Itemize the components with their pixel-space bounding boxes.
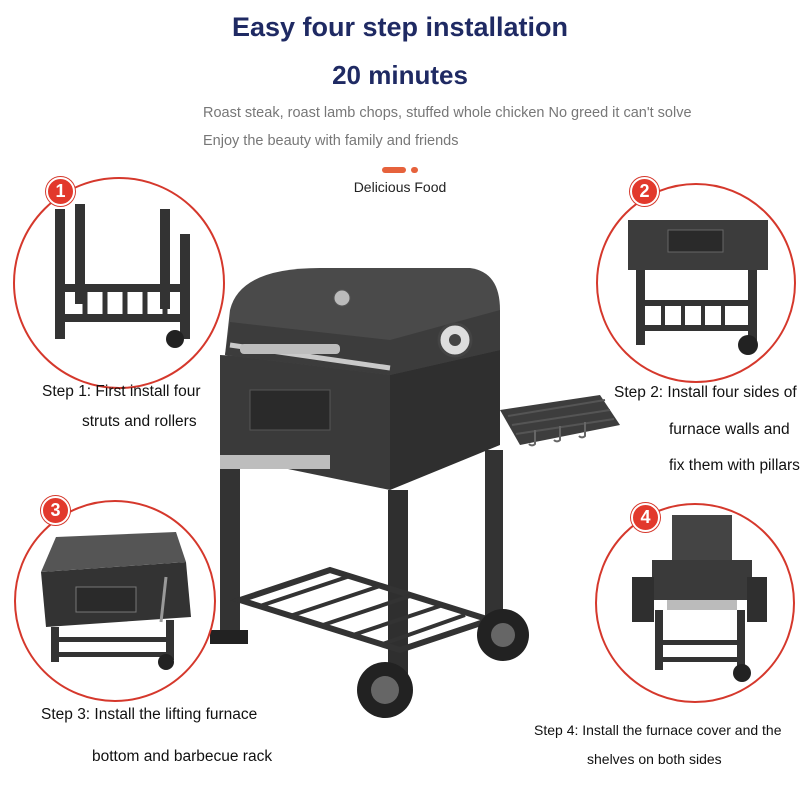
- step-4-illustration: [595, 503, 795, 703]
- main-grill-illustration: [210, 268, 620, 718]
- accent-dash-long: [382, 167, 406, 173]
- step-1-badge: 1: [46, 177, 75, 206]
- section-label: Delicious Food: [353, 179, 447, 195]
- step-3-badge: 3: [41, 496, 70, 525]
- step-2-caption-line-3: fix them with pillars: [669, 457, 800, 474]
- step-2-caption-line-2: furnace walls and: [669, 421, 790, 438]
- tagline-2: Enjoy the beauty with family and friends: [203, 133, 459, 149]
- step-3-caption-line-1: Step 3: Install the lifting furnace: [41, 706, 258, 723]
- page-title: Easy four step installation: [231, 12, 569, 42]
- step-2-illustration: [596, 183, 796, 383]
- step-1-caption-line-2: struts and rollers: [82, 413, 197, 430]
- page-subtitle: 20 minutes: [332, 60, 468, 90]
- step-3-caption-line-2: bottom and barbecue rack: [92, 748, 273, 765]
- step-1-caption-line-1: Step 1: First install four: [42, 383, 201, 400]
- step-1-illustration: [13, 177, 225, 389]
- step-2-caption-line-1: Step 2: Install four sides of: [614, 384, 797, 401]
- step-4-caption-line-1: Step 4: Install the furnace cover and th…: [534, 722, 782, 738]
- tagline-1: Roast steak, roast lamb chops, stuffed w…: [203, 105, 692, 121]
- step-4-badge: 4: [631, 503, 660, 532]
- step-2-badge: 2: [630, 177, 659, 206]
- accent-dash-dot: [411, 167, 418, 173]
- step-3-illustration: [14, 500, 216, 702]
- step-4-caption-line-2: shelves on both sides: [587, 751, 722, 767]
